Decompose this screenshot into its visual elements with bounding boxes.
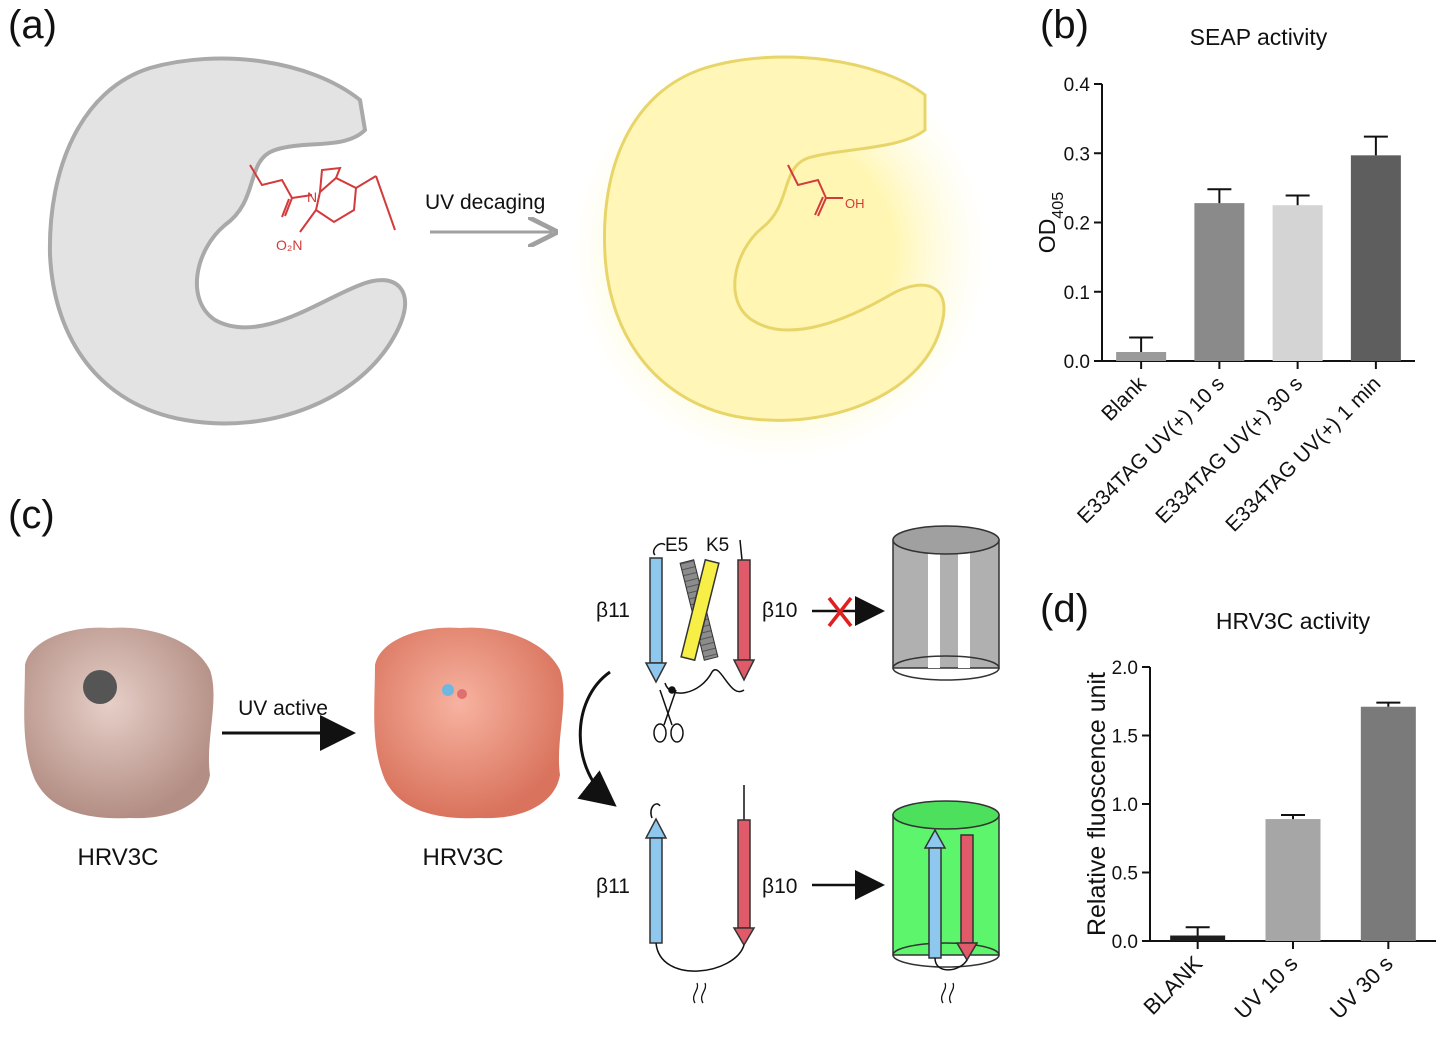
y-tick-label: 0.0: [1064, 352, 1090, 373]
cleavage-arrow: [577, 670, 617, 807]
x-tick-label: BLANK: [1139, 951, 1208, 1020]
y-tick-label: 0.1: [1064, 283, 1090, 304]
split-gfp-blocked: E5 K5: [644, 535, 756, 743]
decaged-amino-acid: [787, 164, 843, 217]
beta11-label-top: β11: [596, 599, 630, 622]
beta10-label-bottom: β10: [762, 875, 797, 898]
chart-title: HRV3C activity: [1216, 608, 1371, 634]
bar: [1350, 155, 1401, 361]
gfp-barrel-active: [892, 800, 1000, 1004]
x-tick-label: E334TAG UV(+) 30 s: [1151, 372, 1307, 528]
protein-shape-caged: [47, 56, 407, 426]
protein-active-label: HRV3C: [423, 844, 504, 871]
bar: [1265, 819, 1321, 941]
active-site-blocked: [83, 670, 117, 704]
panel-d-label: (d): [1040, 587, 1089, 631]
beta10-label-top: β10: [762, 599, 797, 622]
y-tick-label: 0.3: [1064, 144, 1090, 165]
active-site-atom: [442, 684, 454, 696]
y-tick-label: 1.5: [1112, 727, 1138, 748]
x-tick-label: Blank: [1097, 372, 1151, 426]
chem-no2-label: O₂N: [276, 237, 302, 253]
y-tick-label: 0.4: [1064, 75, 1091, 96]
active-site-atom: [457, 689, 467, 699]
bar: [1194, 203, 1245, 361]
bar: [1116, 351, 1167, 361]
y-axis-label-main: OD: [1034, 219, 1060, 254]
protein-shape-decaged: [602, 55, 946, 422]
x-tick-label: UV 10 s: [1230, 951, 1303, 1024]
bar: [1272, 205, 1323, 361]
scissors-icon: [653, 686, 684, 743]
gfp-barrel-inactive: [892, 525, 1000, 681]
y-tick-label: 2.0: [1112, 658, 1138, 679]
y-axis-label: Relative fluoscence unit: [1083, 672, 1111, 936]
beta11-label-bottom: β11: [596, 875, 630, 898]
chart-seap-activity: SEAP activity0.00.10.20.30.4OD405BlankE3…: [1034, 24, 1415, 536]
y-tick-label: 0.0: [1112, 932, 1138, 953]
panel-b-label: (b): [1040, 3, 1089, 47]
x-tick-label: E334TAG UV(+) 1 min: [1221, 372, 1385, 536]
split-gfp-free: [644, 785, 756, 1004]
uv-active-label: UV active: [238, 697, 328, 720]
protein-active: [374, 627, 564, 819]
y-tick-label: 1.0: [1112, 795, 1138, 816]
chem-oh-label: OH: [845, 196, 865, 211]
caged-amino-acid: [249, 164, 396, 233]
y-axis-label: OD405: [1034, 192, 1067, 253]
x-tick-label: UV 30 s: [1325, 951, 1398, 1024]
chart-title: SEAP activity: [1190, 24, 1328, 50]
y-axis-label-sub: 405: [1049, 192, 1067, 219]
uv-decaging-label: UV decaging: [425, 191, 545, 214]
red-x-icon: [827, 596, 853, 628]
protein-inactive: [24, 627, 214, 819]
protein-inactive-label: HRV3C: [78, 844, 159, 871]
chem-n-label: N: [307, 189, 317, 205]
bar: [1360, 706, 1416, 941]
k5-label: K5: [706, 535, 729, 556]
bar: [1170, 935, 1226, 941]
panel-c-label: (c): [8, 493, 55, 537]
e5-label: E5: [665, 535, 688, 556]
panel-a-label: (a): [8, 3, 57, 47]
y-tick-label: 0.5: [1112, 864, 1138, 885]
y-tick-label: 0.2: [1064, 214, 1090, 235]
x-tick-label: E334TAG UV(+) 10 s: [1073, 372, 1229, 528]
